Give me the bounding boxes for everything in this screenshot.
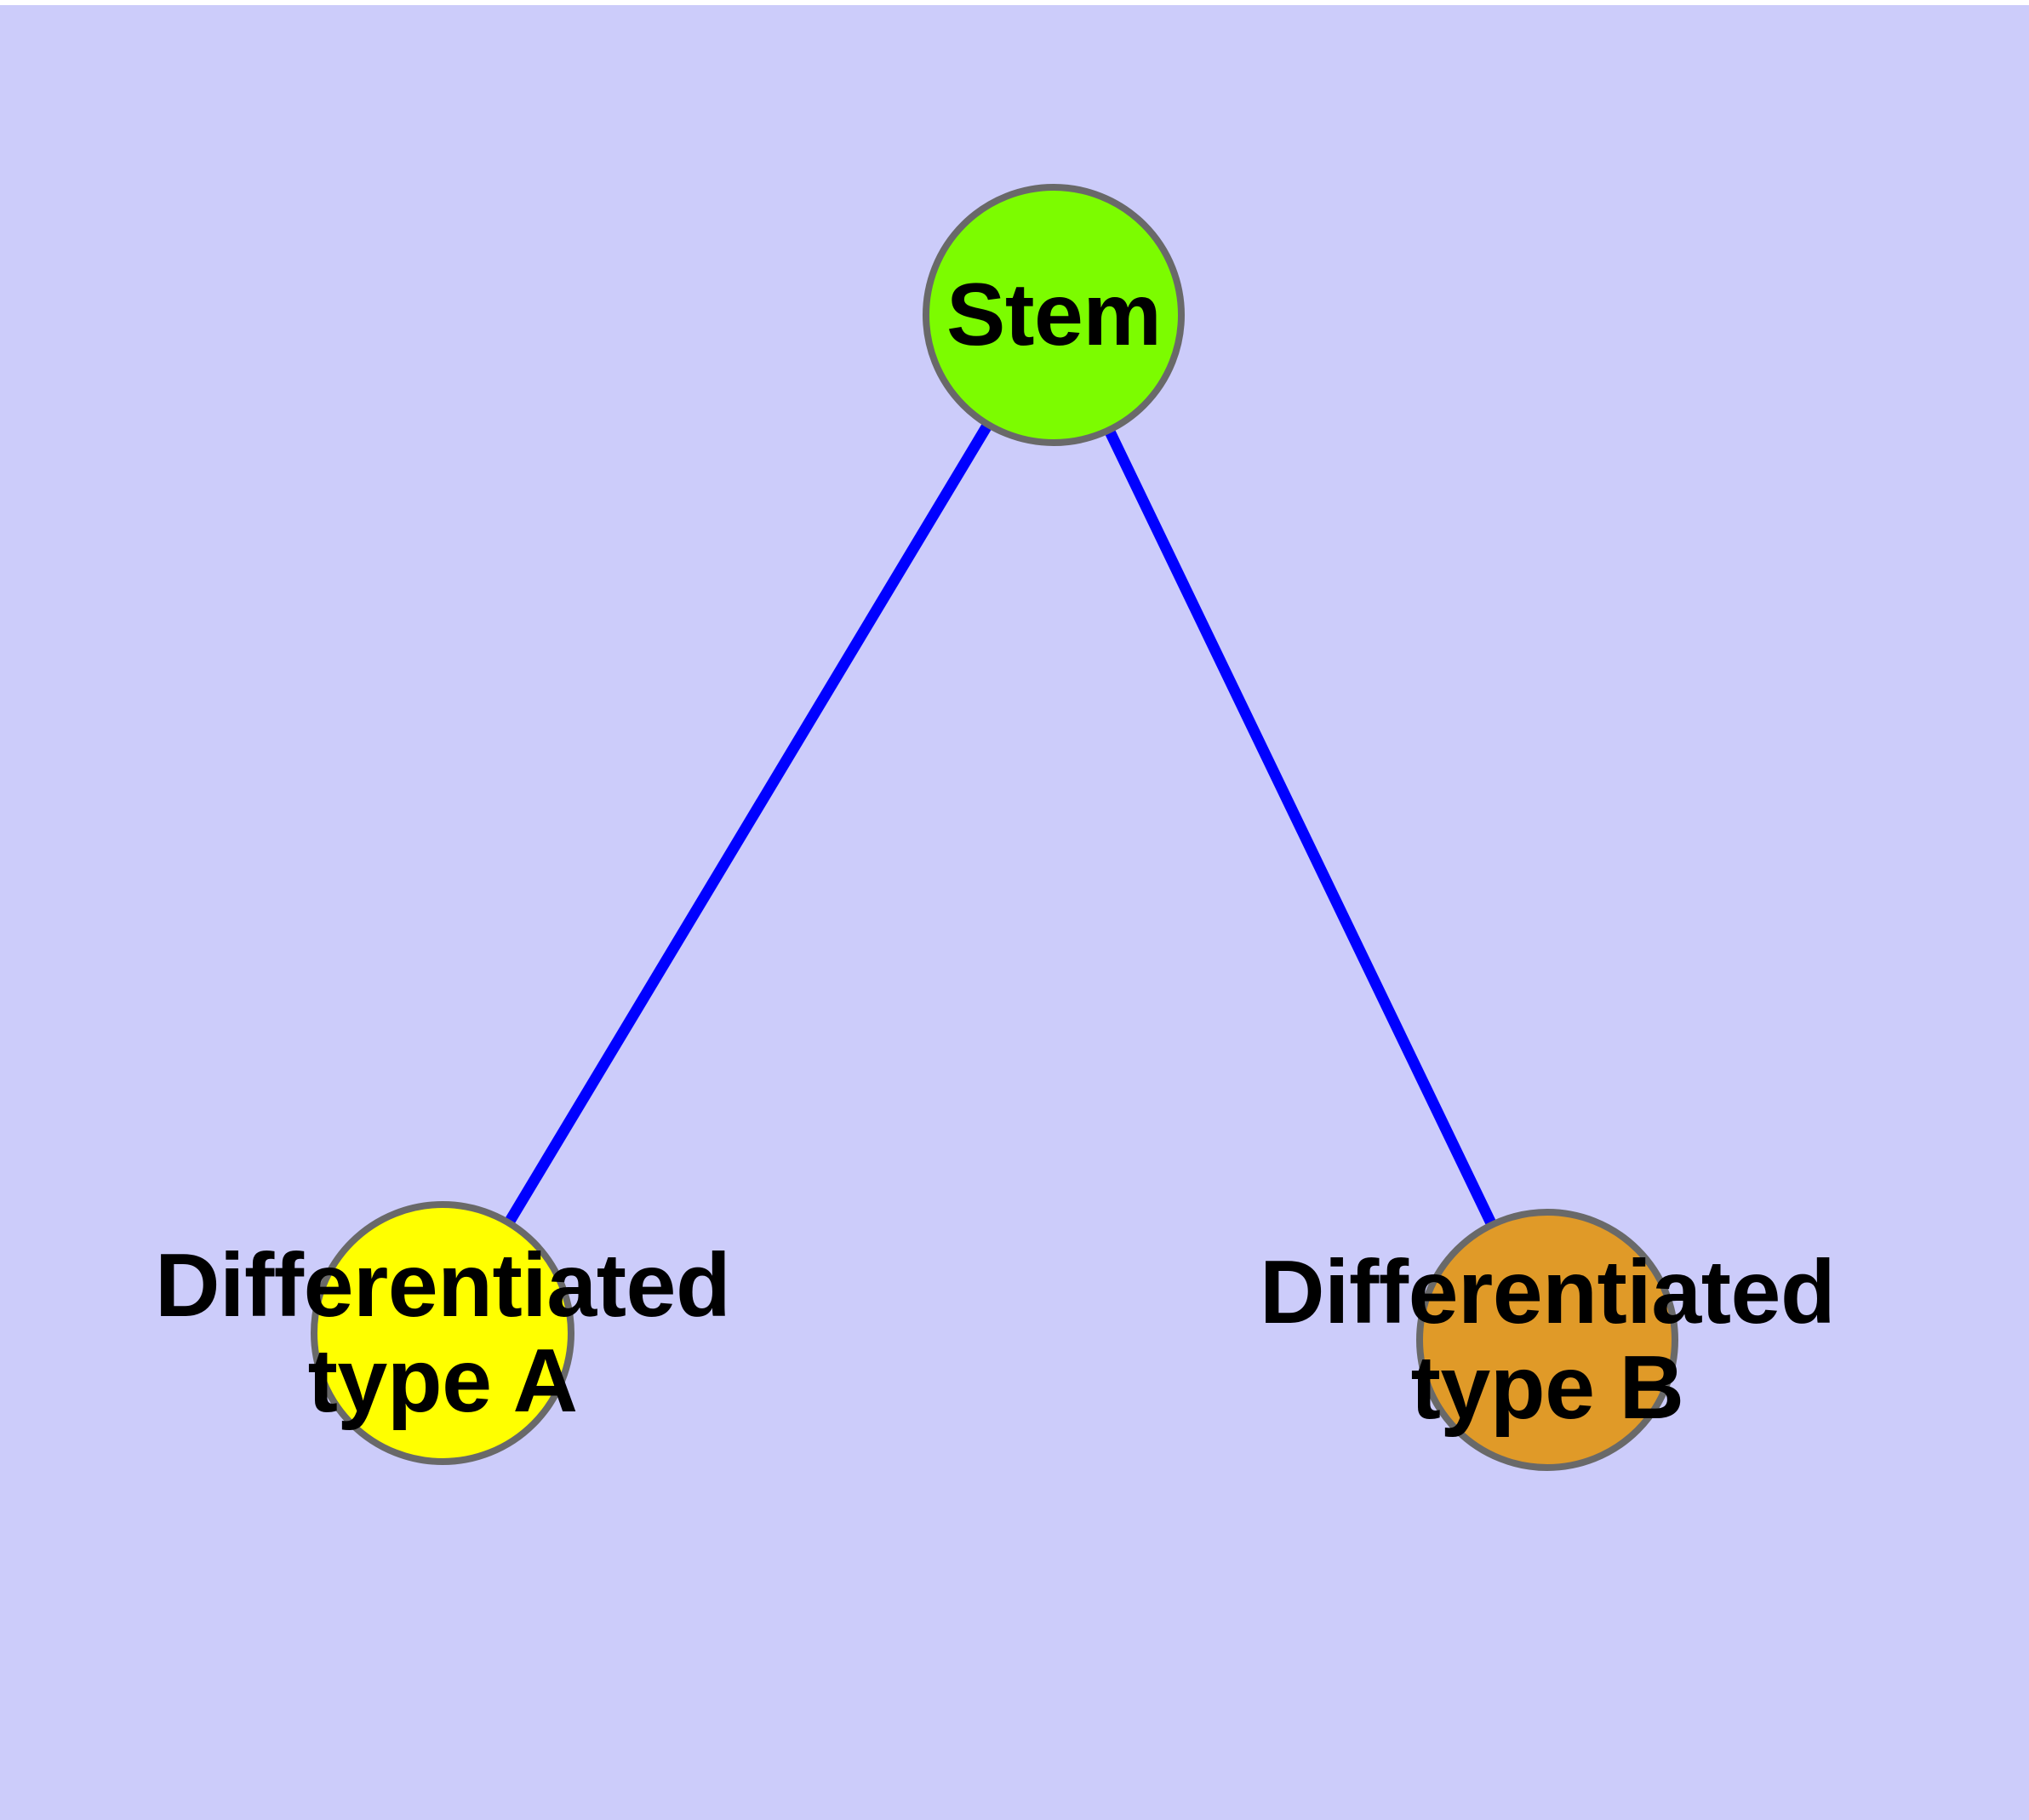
node-circle-stem[interactable] <box>923 184 1185 446</box>
edge-stem-to-diff-b[interactable] <box>1049 312 1552 1342</box>
edge-stem-to-diff-a[interactable] <box>437 312 1059 1336</box>
node-circle-diff-b[interactable] <box>1416 1209 1678 1471</box>
nodes-layer <box>311 184 1678 1471</box>
node-circle-diff-a[interactable] <box>311 1201 574 1465</box>
edges-layer <box>437 312 1552 1342</box>
